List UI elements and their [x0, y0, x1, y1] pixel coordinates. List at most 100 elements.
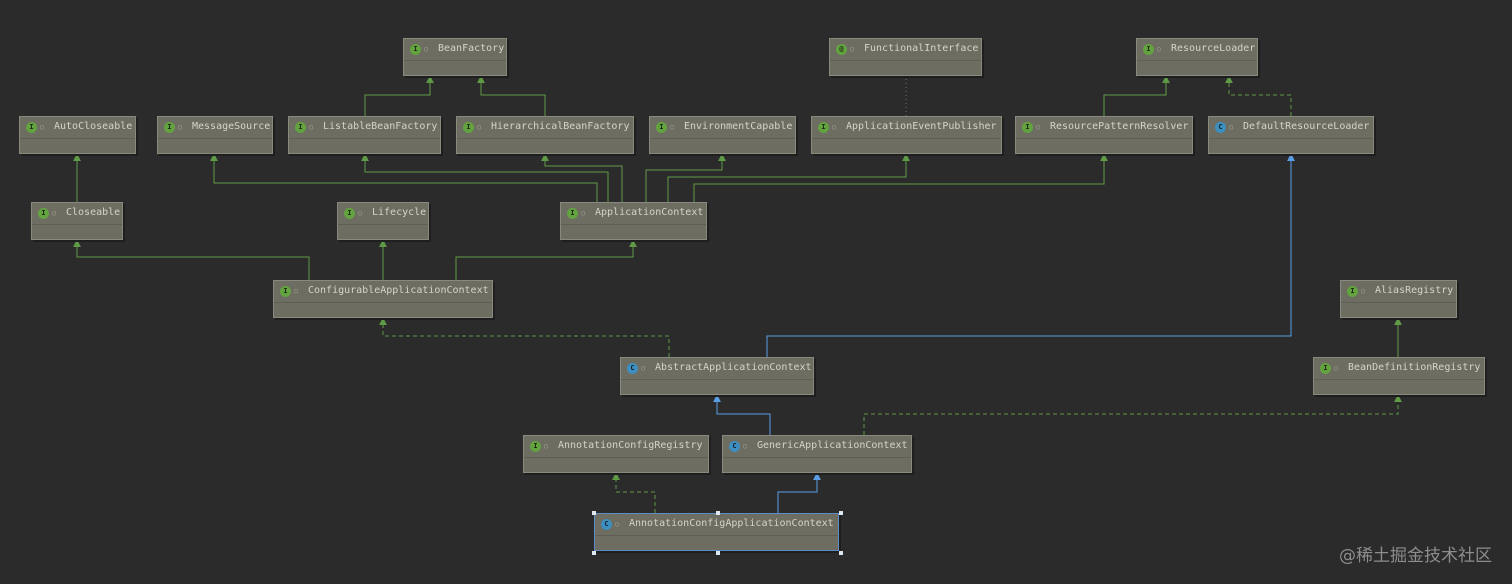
- node-bean-definition-registry[interactable]: I○BeanDefinitionRegistry: [1313, 357, 1485, 395]
- node-header: I○BeanFactory: [404, 39, 506, 59]
- node-application-event-publisher[interactable]: I○ApplicationEventPublisher: [811, 116, 1002, 154]
- edge-ApplicationContext-to-ResourcePatternResolver: [693, 153, 1108, 202]
- node-annotation-config-registry[interactable]: I○AnnotationConfigRegistry: [523, 435, 709, 473]
- node-header: C○GenericApplicationContext: [723, 436, 911, 456]
- node-label: ResourcePatternResolver: [1050, 121, 1189, 132]
- node-divider: [32, 224, 122, 225]
- public-visibility-icon: ○: [294, 287, 299, 295]
- interface-icon: I: [1143, 43, 1154, 55]
- node-divider: [289, 138, 440, 139]
- node-divider: [561, 224, 706, 225]
- node-divider: [1209, 138, 1373, 139]
- node-divider: [20, 138, 135, 139]
- interface-icon: I: [164, 121, 175, 133]
- edge-AbstractApplicationContext-to-DefaultResourceLoader: [766, 153, 1295, 357]
- edge-ApplicationContext-to-ListableBeanFactory: [361, 153, 609, 202]
- node-label: AbstractApplicationContext: [655, 362, 812, 373]
- public-visibility-icon: ○: [424, 45, 429, 53]
- node-divider: [1137, 60, 1257, 61]
- public-visibility-icon: ○: [358, 209, 363, 217]
- selection-handle[interactable]: [592, 511, 596, 515]
- node-closeable[interactable]: I○Closeable: [31, 202, 123, 240]
- node-hierarchical-bean-factory[interactable]: I○HierarchicalBeanFactory: [456, 116, 634, 154]
- class-icon: C: [1215, 121, 1226, 133]
- node-header: I○ApplicationContext: [561, 203, 706, 223]
- node-label: FunctionalInterface: [864, 43, 979, 54]
- edge-ApplicationContext-to-MessageSource: [210, 153, 598, 202]
- selection-handle[interactable]: [715, 511, 720, 515]
- public-visibility-icon: ○: [850, 45, 855, 53]
- interface-icon: I: [410, 43, 421, 55]
- public-visibility-icon: ○: [40, 123, 45, 131]
- node-environment-capable[interactable]: I○EnvironmentCapable: [649, 116, 796, 154]
- node-generic-application-context[interactable]: C○GenericApplicationContext: [722, 435, 912, 473]
- node-label: AnnotationConfigRegistry: [558, 440, 703, 451]
- node-label: AliasRegistry: [1375, 285, 1454, 296]
- node-divider: [1016, 138, 1192, 139]
- node-resource-pattern-resolver[interactable]: I○ ResourcePatternResolver: [1015, 116, 1193, 154]
- node-divider: [723, 457, 911, 458]
- public-visibility-icon: ○: [1361, 287, 1366, 295]
- node-default-resource-loader[interactable]: C○DefaultResourceLoader: [1208, 116, 1374, 154]
- node-header: I○Closeable: [32, 203, 122, 223]
- node-header: I○HierarchicalBeanFactory: [457, 117, 633, 137]
- selection-handle[interactable]: [592, 551, 596, 555]
- node-divider: [158, 138, 272, 139]
- public-visibility-icon: ○: [178, 123, 183, 131]
- selection-handle[interactable]: [715, 551, 720, 555]
- node-divider: [830, 60, 981, 61]
- edge-ApplicationContext-to-ApplicationEventPublisher: [667, 153, 910, 202]
- node-header: I○ApplicationEventPublisher: [812, 117, 1001, 137]
- node-annotation-config-application-context[interactable]: C○AnnotationConfigApplicationContext: [592, 511, 843, 555]
- class-icon: C: [627, 362, 638, 374]
- node-lifecycle[interactable]: I○Lifecycle: [337, 202, 429, 240]
- public-visibility-icon: ○: [1036, 123, 1041, 131]
- edge-GenericApplicationContext-to-AbstractApplicationContext: [713, 394, 771, 435]
- node-header: @○ FunctionalInterface: [830, 39, 981, 59]
- public-visibility-icon: ○: [477, 123, 482, 131]
- node-divider: [524, 457, 708, 458]
- node-header: C○ AbstractApplicationContext: [621, 358, 813, 378]
- public-visibility-icon: ○: [581, 209, 586, 217]
- node-divider: [1341, 302, 1456, 303]
- node-label: EnvironmentCapable: [684, 121, 793, 132]
- node-resource-loader[interactable]: I○ResourceLoader: [1136, 38, 1258, 76]
- selection-handle[interactable]: [839, 551, 843, 555]
- interface-icon: I: [656, 121, 667, 133]
- node-header: I○MessageSource: [158, 117, 272, 137]
- node-label: ApplicationEventPublisher: [846, 121, 997, 132]
- interface-icon: I: [280, 285, 291, 297]
- interface-icon: I: [530, 440, 541, 452]
- interface-icon: I: [38, 207, 49, 219]
- public-visibility-icon: ○: [1157, 45, 1162, 53]
- node-label: GenericApplicationContext: [757, 440, 908, 451]
- annotation-icon: @: [836, 43, 847, 55]
- node-application-context[interactable]: I○ApplicationContext: [560, 202, 707, 240]
- edge-AnnotationConfigApplicationContext-to-GenericApplicationContext: [777, 472, 821, 513]
- node-bean-factory[interactable]: I○BeanFactory: [403, 38, 507, 76]
- node-functional-interface[interactable]: @○ FunctionalInterface: [829, 38, 982, 76]
- public-visibility-icon: ○: [641, 364, 646, 372]
- node-header: C○AnnotationConfigApplicationContext: [595, 514, 838, 534]
- edge-AnnotationConfigApplicationContext-to-AnnotationConfigRegistry: [612, 472, 656, 513]
- node-configurable-application-context[interactable]: I○ConfigurableApplicationContext: [273, 280, 493, 318]
- interface-icon: I: [344, 207, 355, 219]
- node-auto-closeable[interactable]: I○AutoCloseable: [19, 116, 136, 154]
- node-label: BeanDefinitionRegistry: [1348, 362, 1481, 373]
- node-header: I○ListableBeanFactory: [289, 117, 440, 137]
- node-message-source[interactable]: I○MessageSource: [157, 116, 273, 154]
- interface-icon: I: [1347, 285, 1358, 297]
- interface-icon: I: [1022, 121, 1033, 133]
- node-header: I○BeanDefinitionRegistry: [1314, 358, 1484, 378]
- node-label: ApplicationContext: [595, 207, 704, 218]
- node-alias-registry[interactable]: I○ AliasRegistry: [1340, 280, 1457, 318]
- interface-icon: I: [1320, 362, 1331, 374]
- edge-HierarchicalBeanFactory-to-BeanFactory: [477, 75, 546, 116]
- node-abstract-application-context[interactable]: C○ AbstractApplicationContext: [620, 357, 814, 395]
- node-listable-bean-factory[interactable]: I○ListableBeanFactory: [288, 116, 441, 154]
- node-label: AutoCloseable: [54, 121, 133, 132]
- selection-handle[interactable]: [839, 511, 843, 515]
- node-label: ListableBeanFactory: [323, 121, 438, 132]
- node-label: HierarchicalBeanFactory: [491, 121, 630, 132]
